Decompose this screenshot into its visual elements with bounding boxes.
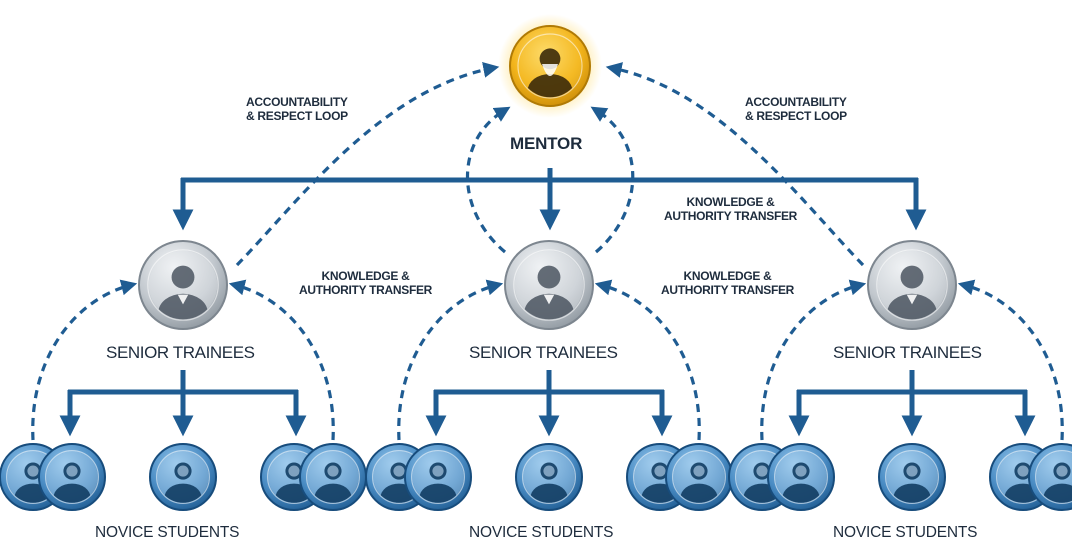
novice-0-left-loop — [31, 279, 138, 441]
knowledge-line-2: AUTHORITY TRANSFER — [299, 283, 433, 297]
novice-2-left-front-icon — [767, 443, 835, 511]
novice-1-left-loop — [397, 279, 504, 441]
connector-lines — [31, 61, 1064, 441]
knowledge-line-2: AUTHORITY TRANSFER — [661, 283, 795, 297]
accountability-label-left: ACCOUNTABILITY & RESPECT LOOP — [246, 95, 348, 123]
novice-label-right: NOVICE STUDENTS — [833, 524, 978, 541]
mentor-label: MENTOR — [510, 134, 583, 153]
senior-label-left: SENIOR TRAINEES — [106, 343, 255, 362]
knowledge-line-1: KNOWLEDGE & — [683, 269, 772, 283]
knowledge-line-2: AUTHORITY TRANSFER — [664, 209, 798, 223]
left-senior-mentor-loop — [235, 61, 500, 267]
accountability-line-2: & RESPECT LOOP — [246, 109, 348, 123]
novice-2-right-loop — [957, 279, 1064, 441]
knowledge-label-top: KNOWLEDGE & AUTHORITY TRANSFER — [664, 195, 797, 223]
novice-0-center-icon — [149, 443, 217, 511]
novice-label-center: NOVICE STUDENTS — [469, 524, 614, 541]
novice-1-left-front-icon — [404, 443, 472, 511]
knowledge-label-right: KNOWLEDGE & AUTHORITY TRANSFER — [661, 269, 794, 297]
center-right-mentor-loop — [590, 106, 635, 254]
accountability-line-2: & RESPECT LOOP — [745, 109, 847, 123]
mentor-icon — [498, 14, 602, 118]
novice-0-right-front-icon — [299, 443, 367, 511]
center-left-mentor-loop — [465, 106, 511, 254]
knowledge-line-1: KNOWLEDGE & — [686, 195, 775, 209]
knowledge-label-left: KNOWLEDGE & AUTHORITY TRANSFER — [299, 269, 432, 297]
senior-left-icon — [138, 240, 228, 330]
accountability-line-1: ACCOUNTABILITY — [246, 95, 348, 109]
novice-1-center-icon — [515, 443, 583, 511]
novice-2-center-icon — [878, 443, 946, 511]
right-senior-mentor-loop — [605, 62, 865, 267]
novice-1-right-loop — [594, 279, 701, 441]
accountability-label-right: ACCOUNTABILITY & RESPECT LOOP — [745, 95, 847, 123]
novice-1-right-front-icon — [665, 443, 733, 511]
senior-label-center: SENIOR TRAINEES — [469, 343, 618, 362]
novice-label-left: NOVICE STUDENTS — [95, 524, 240, 541]
node-icons — [0, 14, 1072, 511]
novice-2-right-front-icon — [1028, 443, 1072, 511]
novice-0-right-loop — [228, 279, 335, 441]
knowledge-line-1: KNOWLEDGE & — [321, 269, 410, 283]
senior-label-right: SENIOR TRAINEES — [833, 343, 982, 362]
senior-right-icon — [867, 240, 957, 330]
novice-0-left-front-icon — [38, 443, 106, 511]
accountability-line-1: ACCOUNTABILITY — [745, 95, 847, 109]
novice-2-left-loop — [760, 279, 867, 441]
senior-center-icon — [504, 240, 594, 330]
